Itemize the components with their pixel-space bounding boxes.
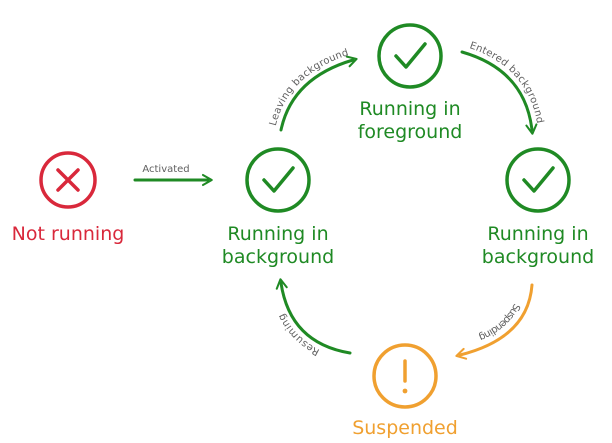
checkmark-icon xyxy=(262,166,295,193)
leaving-background-label: Leaving background xyxy=(268,47,350,127)
checkmark-icon xyxy=(394,42,427,69)
not-running-label: Not running xyxy=(12,223,125,245)
suspending-arrow xyxy=(455,283,534,360)
x-icon xyxy=(56,168,80,192)
transition-resuming: Resuming xyxy=(275,278,352,357)
running-bg-right-label-line1: Running in xyxy=(487,223,588,245)
suspended-label: Suspended xyxy=(352,417,458,439)
running-fg-label-line1: Running in xyxy=(359,98,460,120)
exclamation-dot xyxy=(402,388,408,394)
state-running-background-right: Running in background xyxy=(482,147,594,268)
transition-leaving-background: Leaving background xyxy=(268,47,358,132)
running-bg-right-label-line2: background xyxy=(482,246,594,268)
state-suspended: Suspended xyxy=(352,343,458,439)
leaving-background-arrow xyxy=(279,55,358,132)
entered-background-arrow xyxy=(460,50,538,135)
entered-background-label: Entered background xyxy=(468,40,545,124)
resuming-label: Resuming xyxy=(276,312,321,357)
state-running-background-left: Running in background xyxy=(222,147,334,268)
suspended-circle xyxy=(372,343,438,409)
transition-entered-background: Entered background xyxy=(460,40,545,135)
resuming-arrow xyxy=(275,278,352,355)
activated-label: Activated xyxy=(142,164,189,175)
checkmark-icon xyxy=(522,166,555,193)
state-running-foreground: Running in foreground xyxy=(358,23,463,143)
state-not-running: Not running xyxy=(12,151,125,245)
running-bg-right-circle xyxy=(505,147,571,213)
running-bg-left-circle xyxy=(245,147,311,213)
running-fg-label-line2: foreground xyxy=(358,121,463,143)
transition-activated: Activated xyxy=(133,164,213,187)
suspending-label: Suspending xyxy=(477,302,522,343)
transition-suspending: Suspending xyxy=(455,283,534,360)
running-fg-circle xyxy=(377,23,443,89)
running-bg-left-label-line2: background xyxy=(222,246,334,268)
running-bg-left-label-line1: Running in xyxy=(227,223,328,245)
not-running-circle xyxy=(39,151,97,209)
